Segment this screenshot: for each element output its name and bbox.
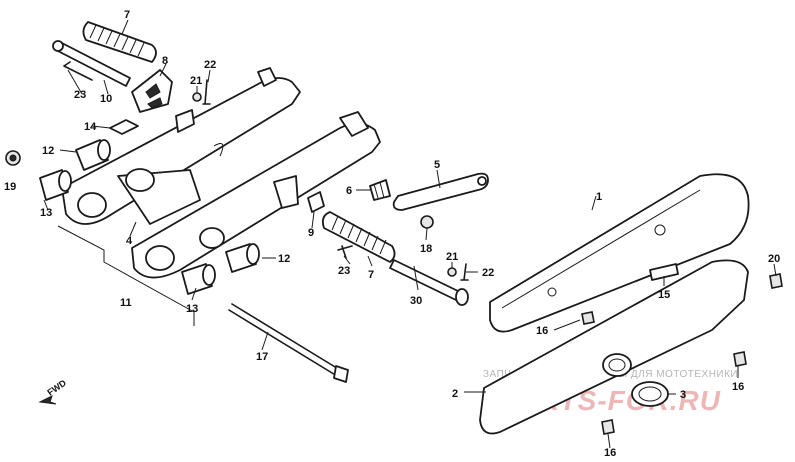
- callout-13-upper: 13: [40, 207, 52, 219]
- callout-13-lower: 13: [186, 303, 198, 315]
- footpeg-shaft: [52, 40, 131, 87]
- callout-4: 4: [126, 235, 133, 247]
- leader-lines: [43, 19, 777, 449]
- callout-23-lower: 23: [338, 265, 350, 277]
- callout-12-lower: 12: [278, 253, 290, 265]
- nut-21-upper: [192, 92, 202, 102]
- callout-9: 9: [308, 227, 314, 239]
- cotter-22-upper: [202, 79, 211, 105]
- callout-1: 1: [596, 191, 602, 203]
- callout-17: 17: [256, 351, 268, 363]
- callout-21-upper: 21: [190, 75, 202, 87]
- callout-15: 15: [658, 289, 670, 301]
- callout-22-upper: 22: [204, 59, 216, 71]
- callout-23-upper: 23: [74, 89, 86, 101]
- callout-14: 14: [84, 121, 97, 133]
- callout-21-lower: 21: [446, 251, 458, 263]
- swingarm: [61, 67, 381, 279]
- callout-16-c: 16: [604, 447, 616, 459]
- callout-3: 3: [680, 389, 686, 401]
- fwd-label: FWD: [45, 377, 68, 397]
- callout-6: 6: [346, 185, 352, 197]
- footpeg-rubber-lower: [321, 211, 396, 263]
- footpeg-shaft-30: [389, 259, 469, 306]
- nut-18: [420, 215, 434, 229]
- callout-16-a: 16: [536, 325, 548, 337]
- bushing-12-lower: [225, 243, 260, 273]
- bolt-20: [769, 273, 783, 289]
- forward-direction-marker: FWD: [38, 377, 68, 405]
- bushing-13-lower: [181, 263, 216, 295]
- bushing-13-upper: [39, 169, 72, 201]
- callout-10: 10: [100, 93, 112, 105]
- spring-6: [369, 179, 391, 201]
- pin-23-upper: [63, 61, 93, 81]
- callout-12-upper: 12: [42, 145, 54, 157]
- grommet-3: [631, 381, 669, 407]
- callout-2: 2: [452, 388, 458, 400]
- pivot-bolt-17: [228, 303, 349, 383]
- chain-case-lower: [479, 259, 749, 435]
- bolt-16-a: [581, 311, 595, 325]
- footpeg-rubber-upper: [82, 21, 157, 63]
- plate-14: [109, 119, 139, 135]
- bushing-12-upper: [75, 139, 111, 171]
- callout-20: 20: [768, 253, 780, 265]
- bolt-16-b: [733, 351, 747, 367]
- callout-18: 18: [420, 243, 432, 255]
- callout-30: 30: [410, 295, 422, 307]
- callout-labels: 1 2 3 4 5 6 7 7 8 9 10 11 12 12 13 13 14…: [4, 9, 780, 459]
- rod-5: [392, 172, 489, 211]
- callout-8: 8: [162, 55, 168, 67]
- callout-19: 19: [4, 181, 16, 193]
- nut-19: [5, 150, 21, 166]
- collar-9: [307, 191, 325, 213]
- callout-7-lower: 7: [368, 269, 374, 281]
- bracket-8: [131, 69, 173, 113]
- callout-22-lower: 22: [482, 267, 494, 279]
- cotter-22-lower: [460, 263, 469, 281]
- callout-5: 5: [434, 159, 440, 171]
- callout-7-upper: 7: [124, 9, 130, 21]
- callout-11: 11: [120, 297, 132, 309]
- nut-21-lower: [447, 267, 457, 277]
- pin-23-lower: [337, 245, 353, 259]
- callout-16-b: 16: [732, 381, 744, 393]
- bolt-16-c: [601, 419, 615, 435]
- chain-case-upper: [489, 173, 750, 333]
